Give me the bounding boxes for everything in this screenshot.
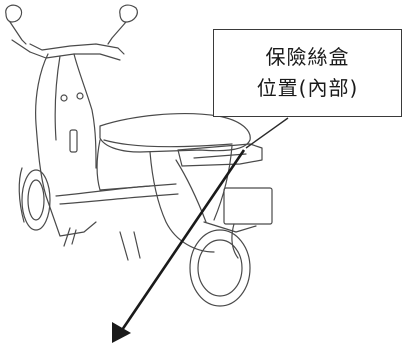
fuse-box-callout: 保險絲盒 位置(內部) [213,29,402,117]
callout-leader-line [245,117,289,149]
callout-line-2: 位置(內部) [256,76,359,100]
scooter-line-art [5,4,273,307]
location-arrow [112,149,246,343]
callout-line-1: 保險絲盒 [265,45,350,69]
